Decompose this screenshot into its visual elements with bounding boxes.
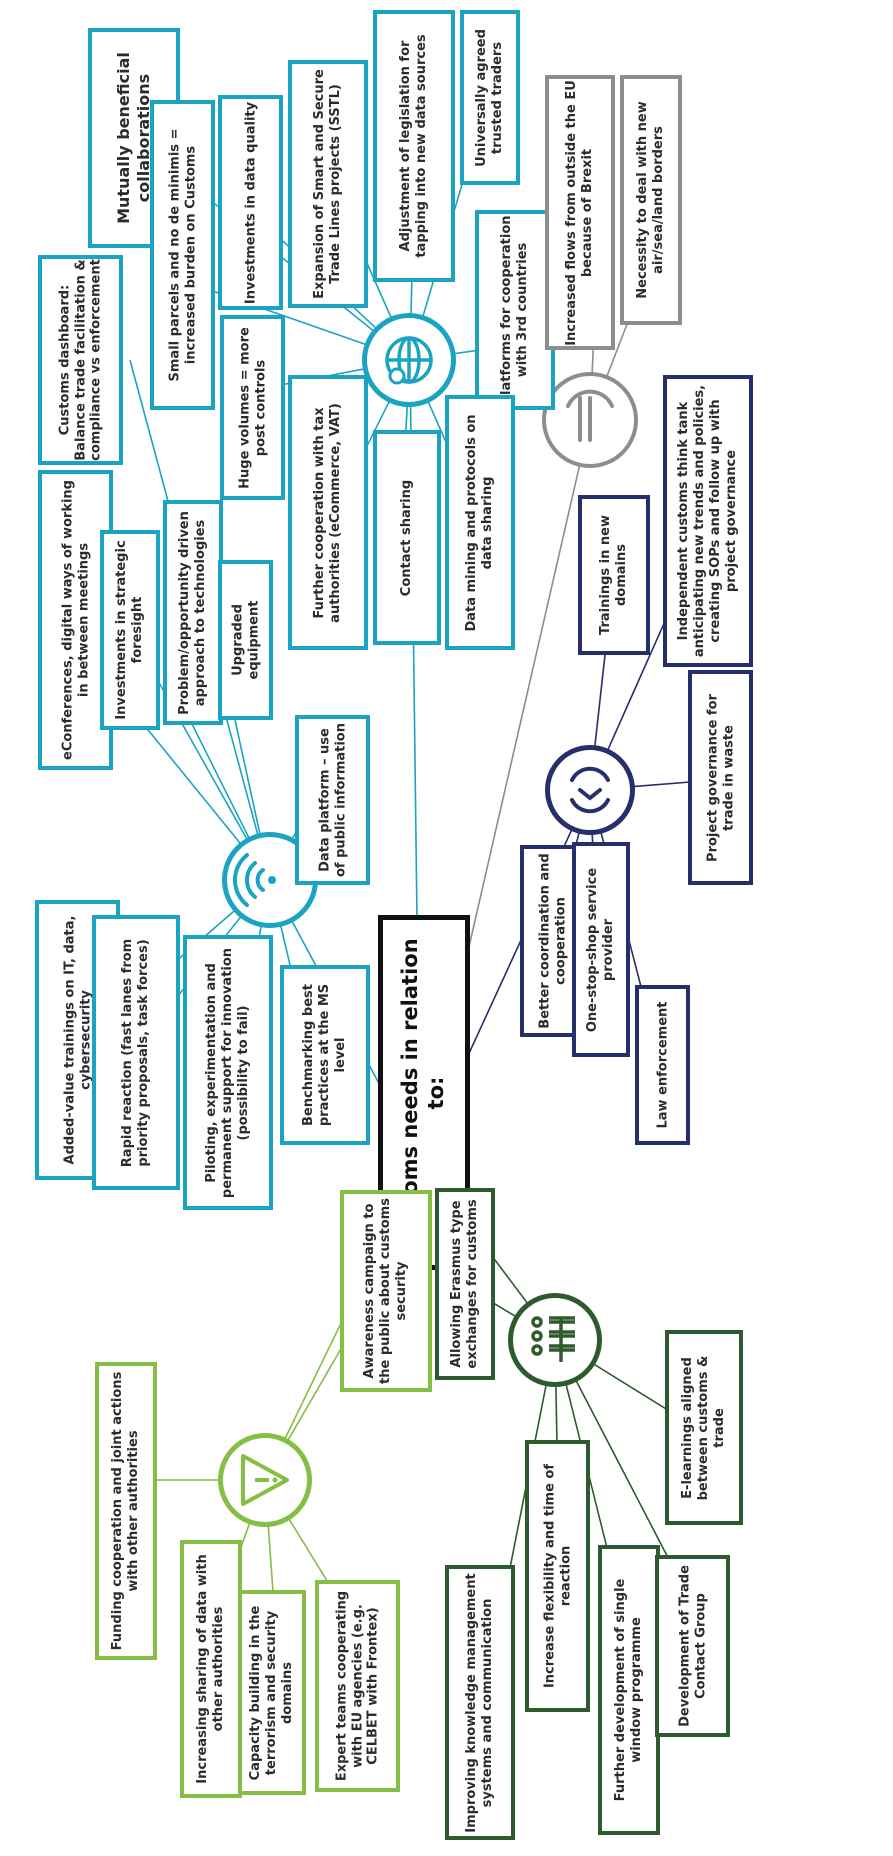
node-benchmarking: Benchmarking best practices at the MS le… xyxy=(280,965,370,1145)
node-strategic-foresight: Investments in strategic foresight xyxy=(100,530,160,730)
brexit-hub xyxy=(542,372,638,468)
people-icon xyxy=(531,1316,575,1362)
node-trade-contact-group: Development of Trade Contact Group xyxy=(655,1555,730,1737)
international-hub xyxy=(362,313,456,407)
node-sharing-data: Increasing sharing of data with other au… xyxy=(180,1540,242,1798)
node-think-tank: Independent customs think tank anticipat… xyxy=(663,375,753,667)
node-single-window: Further development of single window pro… xyxy=(598,1545,660,1835)
node-invest-data-quality: Investments in data quality xyxy=(218,95,283,310)
node-customs-dashboard: Customs dashboard: Balance trade facilit… xyxy=(38,255,123,465)
node-elearnings: E-learnings aligned between customs & tr… xyxy=(665,1330,743,1525)
node-problem-opportunity: Problem/opportunity driven approach to t… xyxy=(163,500,223,725)
node-brexit-flows: Increased flows from outside the EU beca… xyxy=(545,75,615,350)
node-trainings-new-domains: Trainings in new domains xyxy=(578,495,650,655)
node-small-parcels: Small parcels and no de minimis = increa… xyxy=(150,100,215,410)
globe-icon xyxy=(385,336,433,385)
node-platforms-3rd: Platforms for cooperation with 3rd count… xyxy=(475,210,555,410)
node-awareness-campaign: Awareness campaign to the public about c… xyxy=(340,1190,432,1392)
cycle-icon xyxy=(570,766,610,814)
node-knowledge-management: Improving knowledge management systems a… xyxy=(445,1565,515,1840)
node-contact-sharing: Contact sharing xyxy=(373,430,441,645)
node-sstl: Expansion of Smart and Secure Trade Line… xyxy=(288,60,368,308)
node-legislation: Adjustment of legislation for tapping in… xyxy=(373,10,455,282)
node-rapid-reaction: Rapid reaction (fast lanes from priority… xyxy=(92,915,180,1190)
node-data-mining: Data mining and protocols on data sharin… xyxy=(445,395,515,650)
warning-icon xyxy=(241,1454,289,1506)
node-universal-trusted-traders: Universally agreed trusted traders xyxy=(460,10,520,185)
governance-hub xyxy=(545,745,635,835)
node-capacity-building: Capacity building in the terrorism and s… xyxy=(238,1590,306,1795)
node-erasmus: Allowing Erasmus type exchanges for cust… xyxy=(435,1188,495,1380)
node-law-enforcement: Law enforcement xyxy=(635,985,690,1145)
node-new-borders: Necessity to deal with new air/sea/land … xyxy=(620,75,682,325)
node-data-platform: Data platform – use of public informatio… xyxy=(295,715,370,885)
wifi-icon xyxy=(233,853,276,907)
node-one-stop-shop: One-stop-shop service provider xyxy=(572,842,630,1057)
security-hub xyxy=(218,1433,312,1527)
node-trade-in-waste: Project governance for trade in waste xyxy=(688,670,753,885)
node-piloting: Piloting, experimentation and permanent … xyxy=(183,935,273,1210)
node-huge-volumes: Huge volumes = more post controls xyxy=(220,315,285,500)
node-expert-teams: Expert teams cooperating with EU agencie… xyxy=(315,1580,400,1792)
node-upgraded-equipment: Upgraded equipment xyxy=(218,560,273,720)
node-funding-cooperation: Funding cooperation and joint actions wi… xyxy=(95,1362,157,1660)
euro-icon xyxy=(566,389,614,442)
node-tax-cooperation: Further cooperation with tax authorities… xyxy=(288,375,368,650)
node-flexibility: Increase flexibility and time of reactio… xyxy=(525,1440,590,1712)
people-hub xyxy=(508,1293,602,1387)
